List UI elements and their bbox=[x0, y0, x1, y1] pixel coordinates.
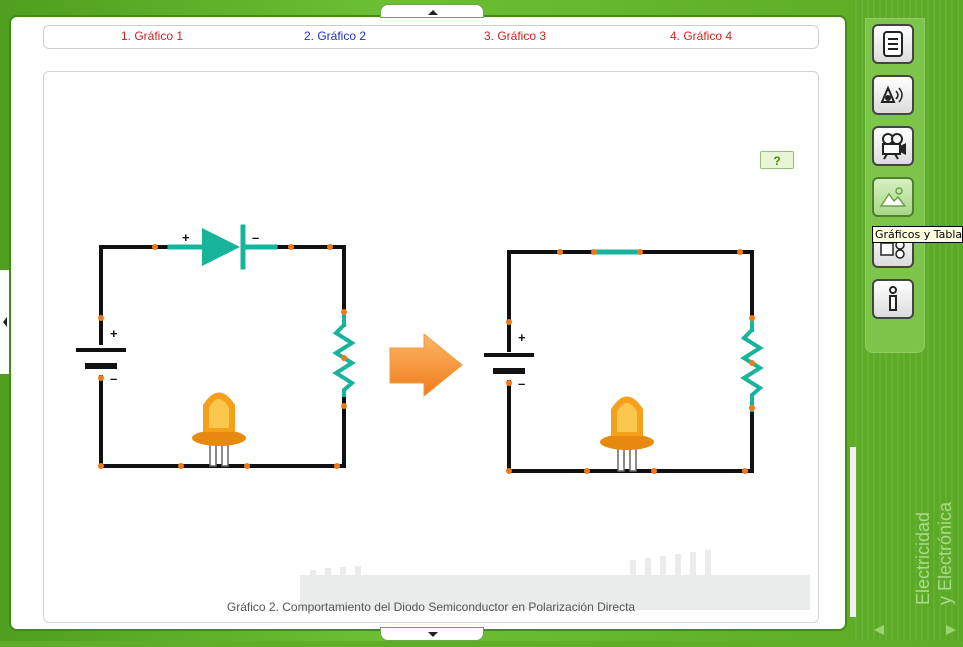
circuit-before: + – + – bbox=[76, 224, 356, 469]
diode-symbol bbox=[202, 228, 240, 266]
circuit-diagram: + – + – bbox=[76, 224, 764, 474]
document-icon bbox=[883, 31, 903, 57]
tab-grafico-2[interactable]: 2. Gráfico 2 bbox=[304, 29, 367, 43]
diode-plus-label: + bbox=[182, 230, 190, 245]
graphs-button[interactable] bbox=[872, 177, 914, 217]
document-button[interactable] bbox=[872, 24, 914, 64]
circuit-after: + – bbox=[484, 249, 764, 474]
video-button[interactable] bbox=[872, 126, 914, 166]
landscape-icon bbox=[879, 187, 907, 207]
tooltip: Gráficos y Tablas bbox=[872, 226, 963, 243]
prev-arrow-icon bbox=[874, 625, 884, 635]
chevron-left-icon bbox=[3, 317, 7, 327]
nav-arrows bbox=[874, 625, 956, 635]
resistor-symbol bbox=[332, 322, 356, 397]
gear-icon bbox=[880, 240, 905, 259]
chevron-down-icon bbox=[428, 632, 438, 637]
collapse-left-handle[interactable] bbox=[0, 270, 9, 374]
speaker-icon bbox=[880, 85, 903, 103]
audio-button[interactable] bbox=[872, 75, 914, 115]
next-arrow-icon bbox=[946, 625, 956, 635]
circuit-nodes bbox=[98, 244, 347, 469]
battery-plus-label: + bbox=[110, 326, 118, 341]
brand-line-2: y Electrónica bbox=[935, 501, 955, 605]
battery-minus-label: – bbox=[518, 376, 525, 391]
battery-plus-label: + bbox=[518, 330, 526, 345]
brand-line-1: Electricidad bbox=[913, 512, 933, 605]
help-button[interactable]: ? bbox=[760, 151, 794, 169]
watermark-decoration bbox=[300, 550, 810, 610]
collapse-bottom-handle[interactable] bbox=[380, 627, 484, 641]
led-off bbox=[192, 392, 246, 467]
collapse-top-handle[interactable] bbox=[380, 4, 484, 18]
transition-arrow bbox=[389, 332, 463, 398]
tab-grafico-3[interactable]: 3. Gráfico 3 bbox=[484, 29, 547, 43]
graph-tabs: 1. Gráfico 1 2. Gráfico 2 3. Gráfico 3 4… bbox=[43, 25, 819, 49]
battery-minus-label: – bbox=[110, 371, 117, 386]
info-icon bbox=[889, 286, 897, 311]
tab-grafico-1[interactable]: 1. Gráfico 1 bbox=[121, 29, 184, 43]
scrollbar[interactable] bbox=[850, 447, 856, 617]
camera-icon bbox=[882, 133, 906, 160]
brand-logo: Electricidad y Electrónica bbox=[913, 501, 955, 605]
tab-grafico-4[interactable]: 4. Gráfico 4 bbox=[670, 29, 733, 43]
wire bbox=[273, 245, 346, 317]
led-on bbox=[600, 396, 654, 472]
graph-caption: Gráfico 2. Comportamiento del Diodo Semi… bbox=[226, 600, 636, 614]
info-button[interactable] bbox=[872, 279, 914, 319]
diode-minus-label: – bbox=[252, 230, 259, 245]
chevron-up-icon bbox=[428, 10, 438, 15]
